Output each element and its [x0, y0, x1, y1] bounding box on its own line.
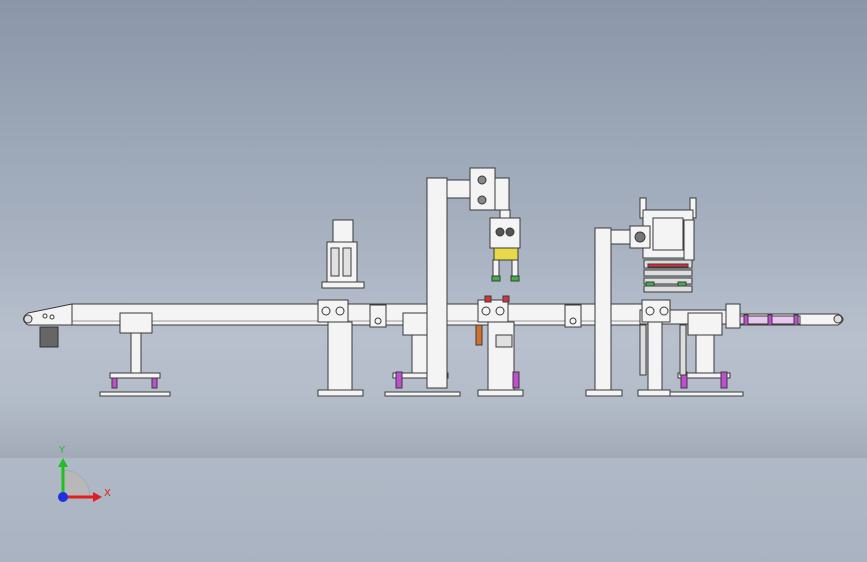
y-axis-label: Y	[58, 445, 66, 456]
outfeed-conveyor	[725, 303, 801, 329]
triad-arc	[62, 469, 91, 498]
x-axis-label: X	[104, 488, 111, 499]
press-station-1	[317, 219, 365, 397]
center-station	[475, 295, 524, 397]
y-axis-arrow	[58, 458, 68, 467]
drive-motor	[39, 326, 59, 348]
x-axis-arrow	[93, 492, 102, 502]
leg-stand	[99, 312, 171, 397]
coordinate-triad: X Y	[58, 445, 111, 502]
gantry-column-1	[426, 167, 521, 389]
z-axis-dot	[58, 492, 68, 502]
rail-bracket	[369, 304, 582, 328]
stacking-station	[629, 197, 697, 397]
floor-shadow	[0, 398, 867, 458]
